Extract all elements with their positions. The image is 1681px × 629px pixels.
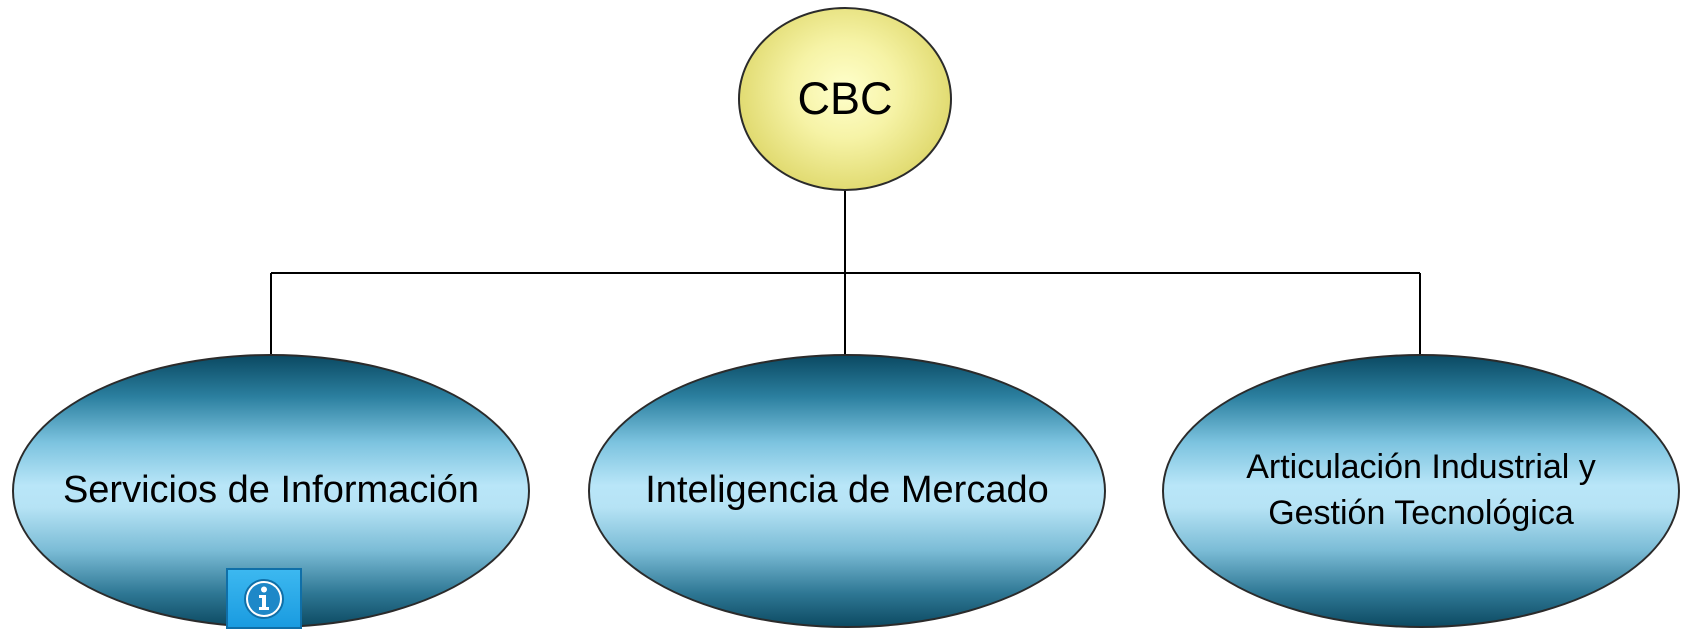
root-node-label: CBC [797,73,893,124]
child-node-inteligencia-mercado: Inteligencia de Mercado [588,354,1106,628]
child-node-articulacion-industrial: Articulación Industrial y Gestión Tecnol… [1162,354,1680,628]
root-node: CBC [738,7,952,191]
child-node-label: Inteligencia de Mercado [645,469,1049,512]
info-icon [244,578,284,619]
child-node-label: Articulación Industrial y Gestión Tecnol… [1246,448,1596,532]
info-button[interactable] [226,568,302,629]
child-node-label: Servicios de Información [62,469,480,512]
